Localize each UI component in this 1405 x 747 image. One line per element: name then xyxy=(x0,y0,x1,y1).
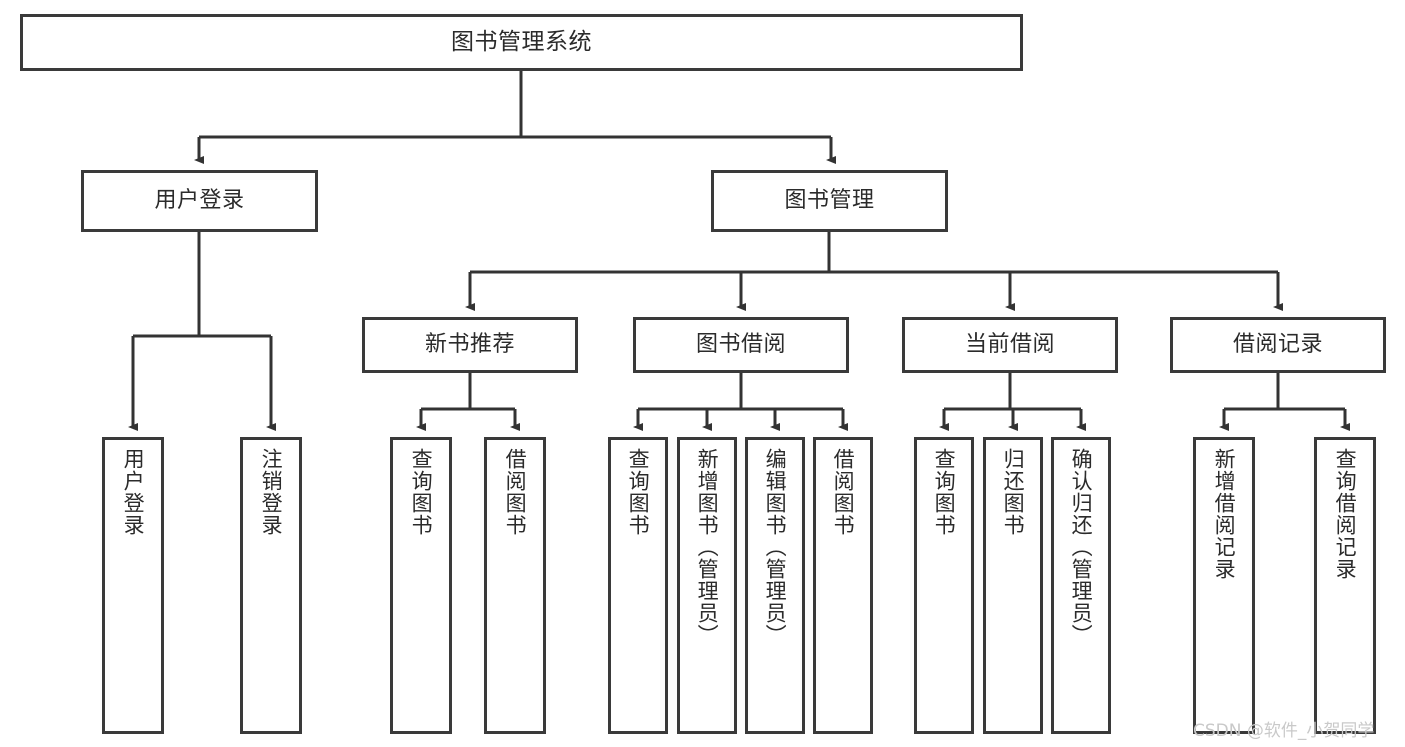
node-root[interactable]: 图书管理系统 xyxy=(20,14,1023,71)
node-leaf-add-book[interactable]: 新增图书（管理员） xyxy=(677,437,737,734)
node-leaf-query-book-3[interactable]: 查询图书 xyxy=(914,437,974,734)
node-leaf-query-record-label: 查询借阅记录 xyxy=(1333,448,1358,580)
node-leaf-query-book-1[interactable]: 查询图书 xyxy=(390,437,452,734)
node-current-borrow[interactable]: 当前借阅 xyxy=(902,317,1118,373)
node-leaf-query-book-2-label: 查询图书 xyxy=(626,448,651,536)
node-leaf-query-book-3-label: 查询图书 xyxy=(932,448,957,536)
node-root-label: 图书管理系统 xyxy=(451,28,592,55)
node-book-borrow-label: 图书借阅 xyxy=(695,332,786,358)
node-leaf-confirm-return-label: 确认归还（管理员） xyxy=(1069,448,1094,646)
node-leaf-confirm-return[interactable]: 确认归还（管理员） xyxy=(1051,437,1111,734)
node-leaf-query-book-2[interactable]: 查询图书 xyxy=(608,437,668,734)
node-new-book-recommend-label: 新书推荐 xyxy=(424,332,515,358)
node-leaf-add-record-label: 新增借阅记录 xyxy=(1212,448,1237,580)
node-leaf-borrow-book-1-label: 借阅图书 xyxy=(503,448,528,536)
node-leaf-add-record[interactable]: 新增借阅记录 xyxy=(1193,437,1255,734)
node-leaf-add-book-label: 新增图书（管理员） xyxy=(695,448,720,646)
node-leaf-query-record[interactable]: 查询借阅记录 xyxy=(1314,437,1376,734)
node-borrow-record[interactable]: 借阅记录 xyxy=(1170,317,1386,373)
node-leaf-borrow-book-2-label: 借阅图书 xyxy=(831,448,856,536)
node-current-borrow-label: 当前借阅 xyxy=(964,332,1055,358)
csdn-watermark: CSDN @软件_小贺同学 xyxy=(1193,721,1375,741)
node-book-borrow[interactable]: 图书借阅 xyxy=(633,317,849,373)
node-book-manage-label: 图书管理 xyxy=(784,188,875,214)
node-leaf-borrow-book-1[interactable]: 借阅图书 xyxy=(484,437,546,734)
node-leaf-logout-label: 注销登录 xyxy=(259,448,284,536)
node-new-book-recommend[interactable]: 新书推荐 xyxy=(362,317,578,373)
node-book-manage[interactable]: 图书管理 xyxy=(711,170,948,232)
node-leaf-logout[interactable]: 注销登录 xyxy=(240,437,302,734)
node-leaf-return-book[interactable]: 归还图书 xyxy=(983,437,1043,734)
node-leaf-user-login[interactable]: 用户登录 xyxy=(102,437,164,734)
node-borrow-record-label: 借阅记录 xyxy=(1232,332,1323,358)
node-user-login[interactable]: 用户登录 xyxy=(81,170,318,232)
node-leaf-borrow-book-2[interactable]: 借阅图书 xyxy=(813,437,873,734)
node-leaf-return-book-label: 归还图书 xyxy=(1001,448,1026,536)
node-leaf-edit-book[interactable]: 编辑图书（管理员） xyxy=(745,437,805,734)
node-leaf-user-login-label: 用户登录 xyxy=(121,448,146,536)
node-leaf-edit-book-label: 编辑图书（管理员） xyxy=(763,448,788,646)
node-user-login-label: 用户登录 xyxy=(154,188,245,214)
node-leaf-query-book-1-label: 查询图书 xyxy=(409,448,434,536)
